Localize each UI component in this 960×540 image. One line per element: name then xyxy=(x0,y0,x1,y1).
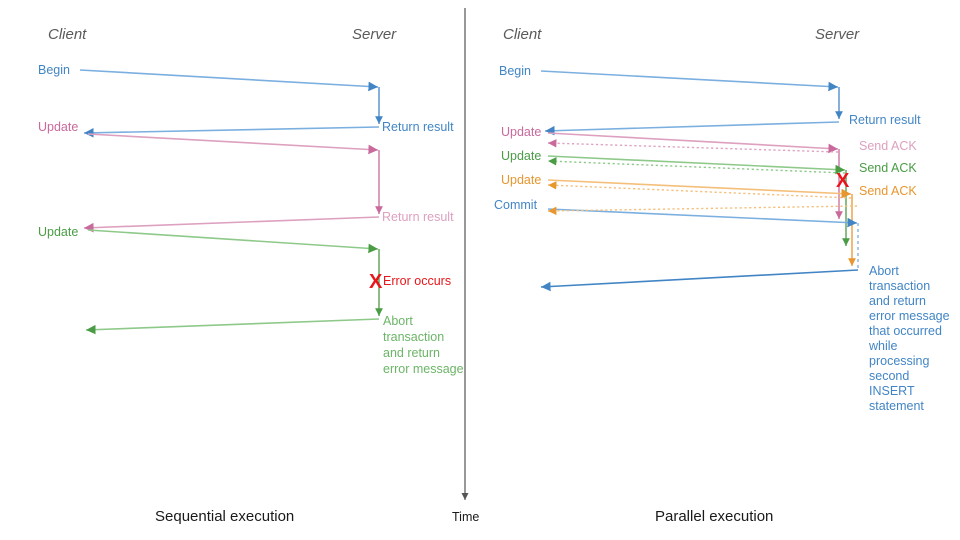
label-error-occurs: Error occurs xyxy=(383,274,451,288)
label-return-result-2: Return result xyxy=(382,210,454,224)
panel-sequential: Client Server Begin Return result Update… xyxy=(38,26,464,525)
label-begin: Begin xyxy=(38,63,70,77)
message-commit xyxy=(540,205,859,292)
label-return-result: Return result xyxy=(849,113,921,127)
note-line: and return xyxy=(383,346,440,360)
note-line: INSERT xyxy=(869,384,915,398)
caption-parallel: Parallel execution xyxy=(655,508,773,525)
lane-title-client: Client xyxy=(503,26,542,43)
note-abort-sequential: Abort transaction and return error messa… xyxy=(383,314,464,376)
error-x-icon: X xyxy=(369,271,383,293)
note-line: that occurred xyxy=(869,324,942,338)
caption-sequential: Sequential execution xyxy=(155,508,294,525)
label-commit: Commit xyxy=(494,198,538,212)
note-line: Abort xyxy=(383,314,413,328)
note-abort-parallel: Abort transaction and return error messa… xyxy=(868,264,950,413)
label-update-pink: Update xyxy=(501,125,541,139)
message-update-1 xyxy=(83,133,383,233)
label-update-2: Update xyxy=(38,225,78,239)
lane-title-server: Server xyxy=(352,26,397,43)
label-send-ack-orange: Send ACK xyxy=(859,184,917,198)
label-return-result-1: Return result xyxy=(382,120,454,134)
time-axis-label: Time xyxy=(452,510,479,524)
message-update-orange xyxy=(547,179,856,266)
message-update-pink xyxy=(547,132,843,219)
lane-title-client: Client xyxy=(48,26,87,43)
note-line: error message xyxy=(383,362,464,376)
message-update-green xyxy=(547,155,850,246)
note-line: while xyxy=(868,339,898,353)
lane-title-server: Server xyxy=(815,26,860,43)
label-send-ack-green: Send ACK xyxy=(859,161,917,175)
note-line: transaction xyxy=(869,279,930,293)
message-begin xyxy=(79,69,383,138)
label-update-green: Update xyxy=(501,149,541,163)
message-update-2 xyxy=(85,229,383,335)
label-update-orange: Update xyxy=(501,173,541,187)
note-line: transaction xyxy=(383,330,444,344)
label-begin: Begin xyxy=(499,64,531,78)
note-line: and return xyxy=(869,294,926,308)
panel-parallel: Client Server Begin Return result Update… xyxy=(494,26,950,525)
note-line: statement xyxy=(869,399,924,413)
note-line: processing xyxy=(869,354,929,368)
note-line: Abort xyxy=(869,264,899,278)
note-line: error message xyxy=(869,309,950,323)
message-begin xyxy=(540,70,843,136)
error-x-icon: X xyxy=(836,170,850,192)
label-update-1: Update xyxy=(38,120,78,134)
note-line: second xyxy=(869,369,909,383)
label-send-ack-pink: Send ACK xyxy=(859,139,917,153)
